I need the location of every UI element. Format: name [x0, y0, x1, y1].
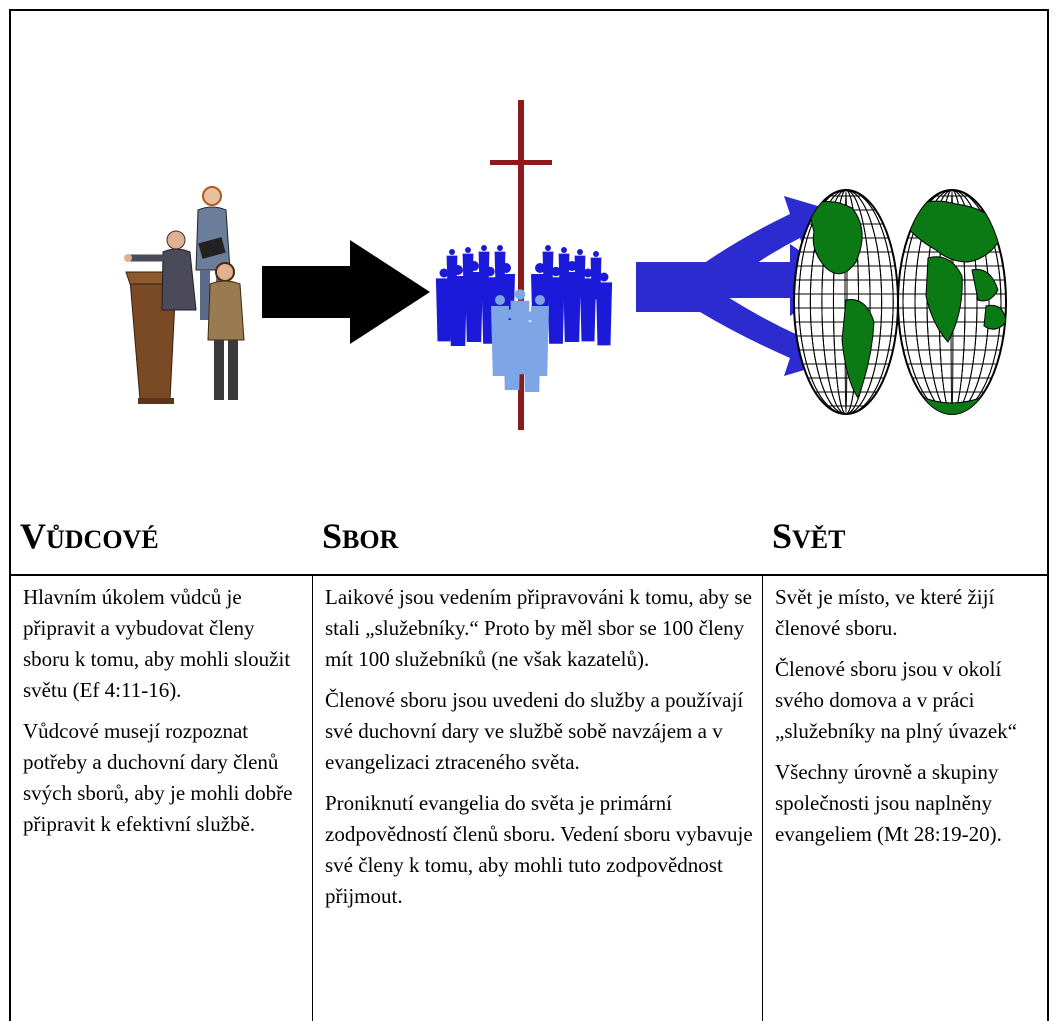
leaders-icon [124, 186, 245, 404]
person-silhouette [494, 245, 506, 294]
illustration-canvas [124, 100, 1007, 430]
church-paragraph: Laikové jsou vedením připravováni k tomu… [325, 585, 752, 671]
heading-world: SVĚT [772, 516, 846, 556]
person-silhouette [574, 249, 586, 298]
world-column: Svět je místo, ve které žijí členové sbo… [763, 576, 1047, 1021]
person-silhouette [558, 247, 570, 296]
blue-arrows-icon [636, 196, 842, 376]
person-silhouette [523, 311, 541, 392]
heading-leaders: VŮDCOVÉ [20, 516, 159, 556]
world-paragraph: Všechny úrovně a skupiny společnosti jso… [775, 760, 1002, 846]
person-silhouette [503, 309, 521, 390]
person-silhouette [478, 245, 490, 294]
table-top-rule [9, 574, 1049, 576]
cross-icon [490, 100, 552, 430]
leaders-paragraph: Vůdcové musejí rozpoznat potřeby a ducho… [23, 719, 293, 836]
heading-church: SBOR [322, 516, 399, 556]
church-column: Laikové jsou vedením připravováni k tomu… [313, 576, 763, 1021]
world-paragraph: Svět je místo, ve které žijí členové sbo… [775, 585, 995, 640]
leaders-paragraph: Hlavním úkolem vůdců je připravit a vybu… [23, 585, 291, 702]
world-paragraph: Členové sboru jsou v okolí svého domova … [775, 657, 1017, 743]
person-silhouette [590, 251, 602, 300]
black-arrow-icon [262, 240, 430, 344]
crowd-icon [435, 245, 613, 392]
person-silhouette [542, 245, 554, 294]
person-silhouette [446, 249, 458, 298]
diagram-frame [9, 9, 1049, 1021]
leaders-column: Hlavním úkolem vůdců je připravit a vybu… [11, 576, 313, 1021]
church-paragraph: Proniknutí evangelia do světa je primárn… [325, 791, 753, 908]
world-map-icon [793, 189, 1007, 415]
church-paragraph: Členové sboru jsou uvedeni do služby a p… [325, 688, 744, 774]
person-silhouette [462, 247, 474, 296]
